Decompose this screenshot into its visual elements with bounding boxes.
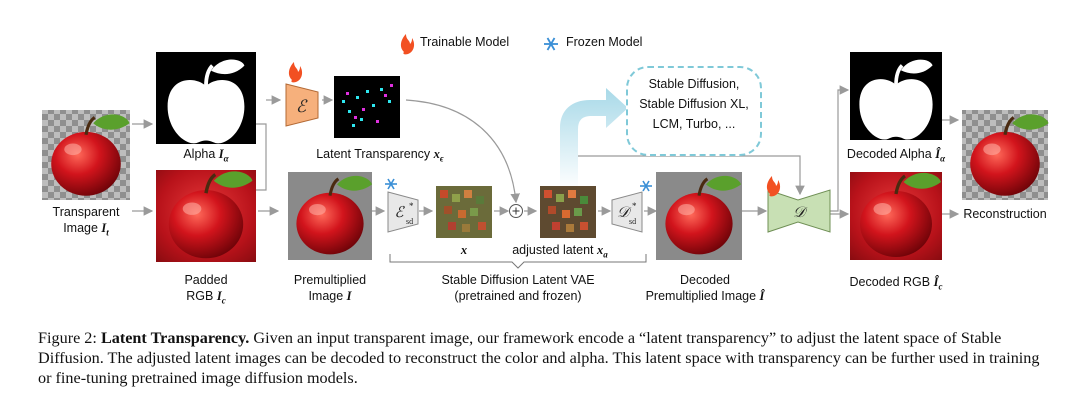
decoded-premultiplied-image: [656, 172, 743, 260]
alpha-label: Alpha Iα: [183, 147, 229, 164]
latent-transparency-label: Latent Transparency xϵ: [316, 147, 444, 164]
bubble-line: LCM, Turbo, ...: [652, 117, 736, 131]
vae-brace: [389, 254, 647, 269]
padded-rgb-image: [156, 169, 256, 262]
vae-label: Stable Diffusion Latent VAE (pretrained …: [441, 273, 595, 303]
svg-text:sd: sd: [406, 217, 413, 226]
flame-icon: [400, 34, 415, 55]
caption-title: Latent Transparency.: [100, 329, 250, 347]
plus-circle-icon: [509, 204, 523, 218]
flame-icon: [766, 176, 781, 197]
svg-text:*: *: [632, 201, 637, 211]
caption-body: Given an input transparent image, our fr…: [38, 329, 1040, 387]
sd-upgrade-arrow: [560, 88, 628, 190]
encoder-model: ℰ: [285, 83, 319, 127]
padded-rgb-label: Padded RGB Ic: [184, 273, 228, 306]
snowflake-icon: [544, 37, 558, 51]
premultiplied-label: Premultiplied Image I: [293, 273, 367, 303]
decoded-premultiplied-label: Decoded Premultiplied Image Î: [645, 273, 765, 303]
sd-encoder-model: ℰ * sd: [387, 191, 419, 233]
flame-icon: [288, 62, 303, 83]
bubble-line: Stable Diffusion XL,: [639, 97, 749, 111]
legend-frozen: Frozen Model: [566, 35, 643, 49]
premultiplied-image: [288, 172, 374, 260]
svg-text:ℰ: ℰ: [394, 205, 405, 221]
svg-text:𝒟: 𝒟: [617, 205, 632, 221]
snowflake-icon: [385, 178, 397, 190]
encoder-symbol: ℰ: [296, 97, 308, 116]
decoded-alpha-image: [850, 52, 942, 142]
snowflake-icon: [640, 180, 652, 192]
reconstruction-label: Reconstruction: [963, 207, 1047, 221]
caption-prefix: Figure 2:: [38, 329, 101, 347]
x-latent-label: x: [460, 243, 468, 257]
transparent-image-label: Transparent Image It: [52, 205, 120, 238]
figure-caption: Figure 2: Latent Transparency. Given an …: [38, 328, 1048, 388]
latent-transparency-image: [334, 76, 400, 138]
svg-text:𝒟: 𝒟: [793, 205, 808, 221]
svg-text:sd: sd: [629, 217, 636, 226]
bubble-line: Stable Diffusion,: [648, 77, 740, 91]
transparent-image: [42, 110, 132, 200]
svg-text:*: *: [409, 201, 414, 211]
sd-models-bubble: Stable Diffusion, Stable Diffusion XL, L…: [626, 66, 762, 156]
legend-trainable: Trainable Model: [420, 35, 510, 49]
adjusted-latent-image: [540, 186, 596, 238]
alpha-image: [156, 52, 256, 146]
decoder-model: 𝒟: [767, 189, 831, 233]
x-latent-image: [436, 186, 492, 238]
decoded-rgb-image: [850, 171, 943, 260]
reconstruction-image: [962, 110, 1051, 200]
sd-decoder-model: 𝒟 * sd: [611, 191, 643, 233]
decoded-rgb-label: Decoded RGB Îc: [849, 275, 943, 292]
decoded-alpha-label: Decoded Alpha Îα: [846, 147, 946, 164]
adjusted-latent-label: adjusted latent xa: [512, 243, 608, 260]
